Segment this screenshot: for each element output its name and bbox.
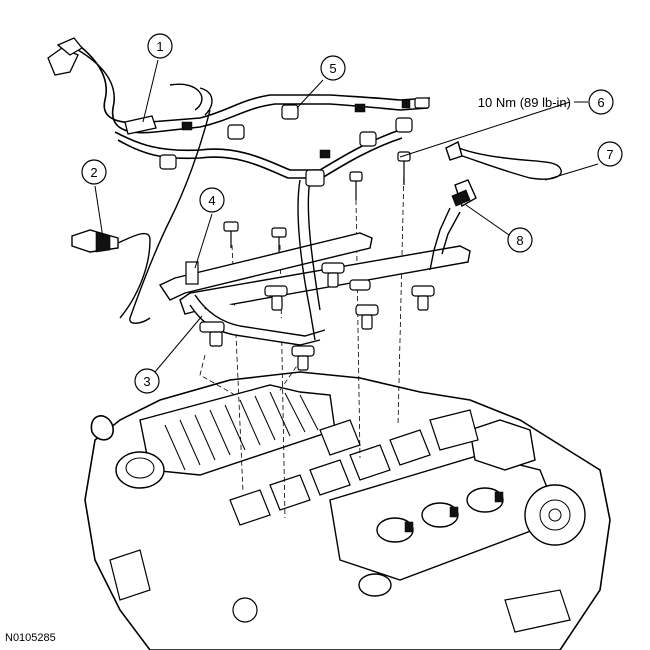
rail-bolts	[223, 151, 411, 252]
callout-8: 8	[507, 227, 533, 253]
callout-5: 5	[320, 55, 346, 81]
callout-5-label: 5	[329, 61, 336, 76]
fuel-injectors	[199, 262, 435, 371]
callout-2-label: 2	[90, 165, 97, 180]
callout-7-label: 7	[606, 147, 613, 162]
callout-3: 3	[134, 368, 160, 394]
callout-1: 1	[147, 33, 173, 59]
callout-6: 6	[588, 89, 614, 115]
callout-1-label: 1	[156, 39, 163, 54]
fuel-rail	[158, 151, 471, 371]
figure-id: N0105285	[5, 632, 56, 644]
callout-2: 2	[81, 159, 107, 185]
torque-spec: 10 Nm (89 lb-in)	[478, 95, 571, 110]
engine-assembly	[84, 371, 611, 650]
fuel-supply-line	[429, 140, 562, 271]
callout-4-label: 4	[208, 193, 215, 208]
injector-wiring-harness	[47, 37, 431, 341]
callout-6-label: 6	[597, 95, 604, 110]
callout-7: 7	[597, 141, 623, 167]
leader-lines	[94, 59, 599, 373]
callout-4: 4	[199, 187, 225, 213]
callout-8-label: 8	[516, 233, 523, 248]
callout-3-label: 3	[143, 374, 150, 389]
harness-connectors	[134, 97, 430, 187]
